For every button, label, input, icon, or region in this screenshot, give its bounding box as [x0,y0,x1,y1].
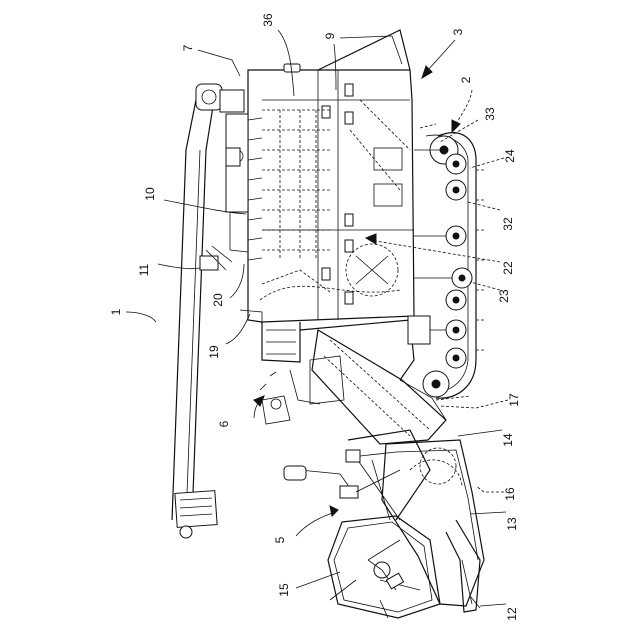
ref-17: 17 [507,393,521,407]
ref-3: 3 [451,28,465,35]
ref-13: 13 [505,517,519,531]
ref-14: 14 [501,433,515,447]
ref-5: 5 [273,536,287,543]
ref-2: 2 [459,76,473,83]
ref-9: 9 [323,32,337,39]
frame [240,310,430,424]
machine-body [226,30,414,322]
ref-15: 15 [277,583,291,597]
ref-7: 7 [181,44,195,51]
reference-numerals: 36 9 7 3 2 33 24 32 22 23 17 14 16 13 12… [109,13,521,621]
ref-11: 11 [137,263,151,276]
ref-32: 32 [501,217,515,231]
ref-22: 22 [501,261,515,275]
ref-6: 6 [217,420,231,427]
header-assembly [284,430,484,618]
ref-23: 23 [497,289,511,303]
ref-10: 10 [143,187,157,201]
ref-12: 12 [505,607,519,621]
ref-20: 20 [211,293,225,307]
ref-36: 36 [261,13,275,27]
ref-24: 24 [503,149,517,163]
ref-33: 33 [483,107,497,121]
figure-number: 1 [109,308,123,315]
ref-19: 19 [207,345,221,359]
crawler-track [414,124,484,398]
ref-16: 16 [503,487,517,501]
